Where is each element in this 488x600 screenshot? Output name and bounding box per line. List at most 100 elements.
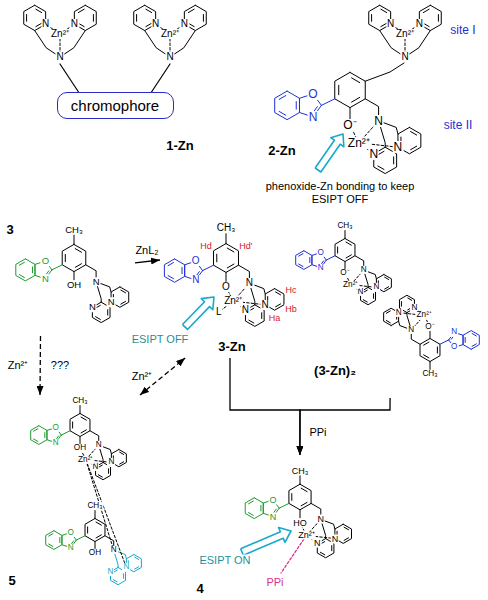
bond-line (249, 513, 254, 516)
reaction-arrow (300, 398, 390, 455)
bond-line (261, 313, 262, 319)
proton-label: Ha (268, 314, 282, 323)
atom-label: N (368, 148, 379, 160)
compound-group: 3 (0, 218, 135, 336)
bond-line (74, 272, 75, 281)
bond-line (373, 294, 374, 299)
bond-line (44, 433, 45, 438)
bond-line (378, 166, 384, 170)
bond-line (135, 557, 139, 559)
compound-label: 5 (8, 574, 15, 587)
bond-line (411, 132, 417, 136)
atom-label: O (41, 256, 50, 266)
compound-label: 3-Zn (218, 340, 245, 353)
bond-line (309, 258, 310, 263)
bond-line (121, 290, 126, 293)
atom-label: O (269, 495, 278, 504)
atom-label: N (317, 515, 326, 524)
bond-line (188, 23, 194, 26)
bond-line (34, 439, 38, 441)
molecule-drawing (16, 5, 479, 584)
atom-label: N (407, 326, 415, 334)
bond-line (80, 437, 81, 444)
reaction-arrow (39, 336, 41, 395)
atom-label: L (215, 307, 223, 317)
atom-label: N (372, 283, 380, 291)
bond-line (260, 505, 261, 511)
bond-line (86, 460, 114, 551)
bond-line (78, 23, 84, 26)
bond-line (331, 546, 332, 551)
atom-label: O (191, 256, 201, 266)
bond-line (49, 534, 53, 536)
bond-line (249, 320, 254, 323)
compound-label: 2-Zn (268, 144, 295, 157)
atom-label: CH₃ (64, 225, 84, 235)
atom-label: N (400, 52, 409, 62)
bond-line (430, 331, 431, 338)
proton-label: Hb (284, 304, 298, 313)
bond-line (32, 267, 33, 273)
bond-line (299, 254, 303, 256)
bond-line (81, 430, 86, 433)
bond-line (216, 254, 217, 262)
bond-line (62, 244, 86, 271)
note-text: phenoxide-Zn bonding to keep ESIPT OFF (252, 180, 429, 206)
bond-line (420, 338, 440, 361)
atom-label: O (450, 343, 458, 351)
bond-line (385, 277, 389, 279)
atom-label: CH₃ (216, 223, 237, 233)
atom-label: N (52, 439, 60, 447)
atom-label: Zn²⁺ (77, 455, 94, 463)
bond-line (108, 469, 109, 474)
atom-label: N (122, 563, 130, 571)
bond-line (16, 259, 35, 281)
atom-label: N (261, 300, 270, 310)
atom-label: CH₃ (421, 370, 438, 378)
atom-label: OH (73, 444, 87, 452)
esipt-label: ESIPT OFF (131, 334, 190, 345)
atom-label: N (395, 308, 403, 316)
atom-label: N (317, 264, 325, 272)
atom-label: N (151, 19, 160, 29)
atom-label: N (70, 19, 79, 29)
bond-line (59, 538, 60, 543)
bond-line (401, 302, 402, 307)
bond-line (87, 527, 88, 533)
atom-label: N (357, 288, 365, 296)
hollow-arrow (315, 134, 344, 172)
bond-line (120, 462, 124, 464)
bond-line (423, 9, 429, 12)
bond-line (164, 259, 184, 282)
hollow-arrow (182, 297, 214, 329)
bond-line (168, 263, 173, 266)
bond-line (430, 362, 431, 370)
bond-line (72, 422, 73, 428)
bond-line (46, 531, 62, 550)
atom-label: N (245, 278, 254, 288)
bond-line (49, 544, 53, 546)
bond-line (31, 426, 47, 445)
atom-label: N (110, 546, 118, 554)
bond-line (70, 413, 90, 436)
bond-line (61, 431, 70, 435)
bond-line (107, 310, 108, 315)
bond-line (75, 264, 81, 268)
atom-label: O (221, 282, 231, 292)
atom-label: OH (66, 280, 82, 290)
bond-line (352, 97, 360, 102)
atom-label: N (95, 441, 103, 449)
compound-group: 4 (180, 455, 450, 600)
atom-label: OH (88, 549, 102, 557)
bond-line (276, 304, 281, 307)
proton-label: Hd' (238, 242, 253, 251)
bond-line (423, 23, 429, 26)
bond-line (365, 63, 404, 81)
atom-label: N (41, 274, 50, 284)
atom-label: N (55, 52, 64, 62)
atom-label: O⁻ (424, 323, 435, 331)
atom-label: N (308, 111, 319, 123)
atom-label: Zn²⁺ (395, 29, 415, 39)
bond-line (81, 417, 86, 420)
